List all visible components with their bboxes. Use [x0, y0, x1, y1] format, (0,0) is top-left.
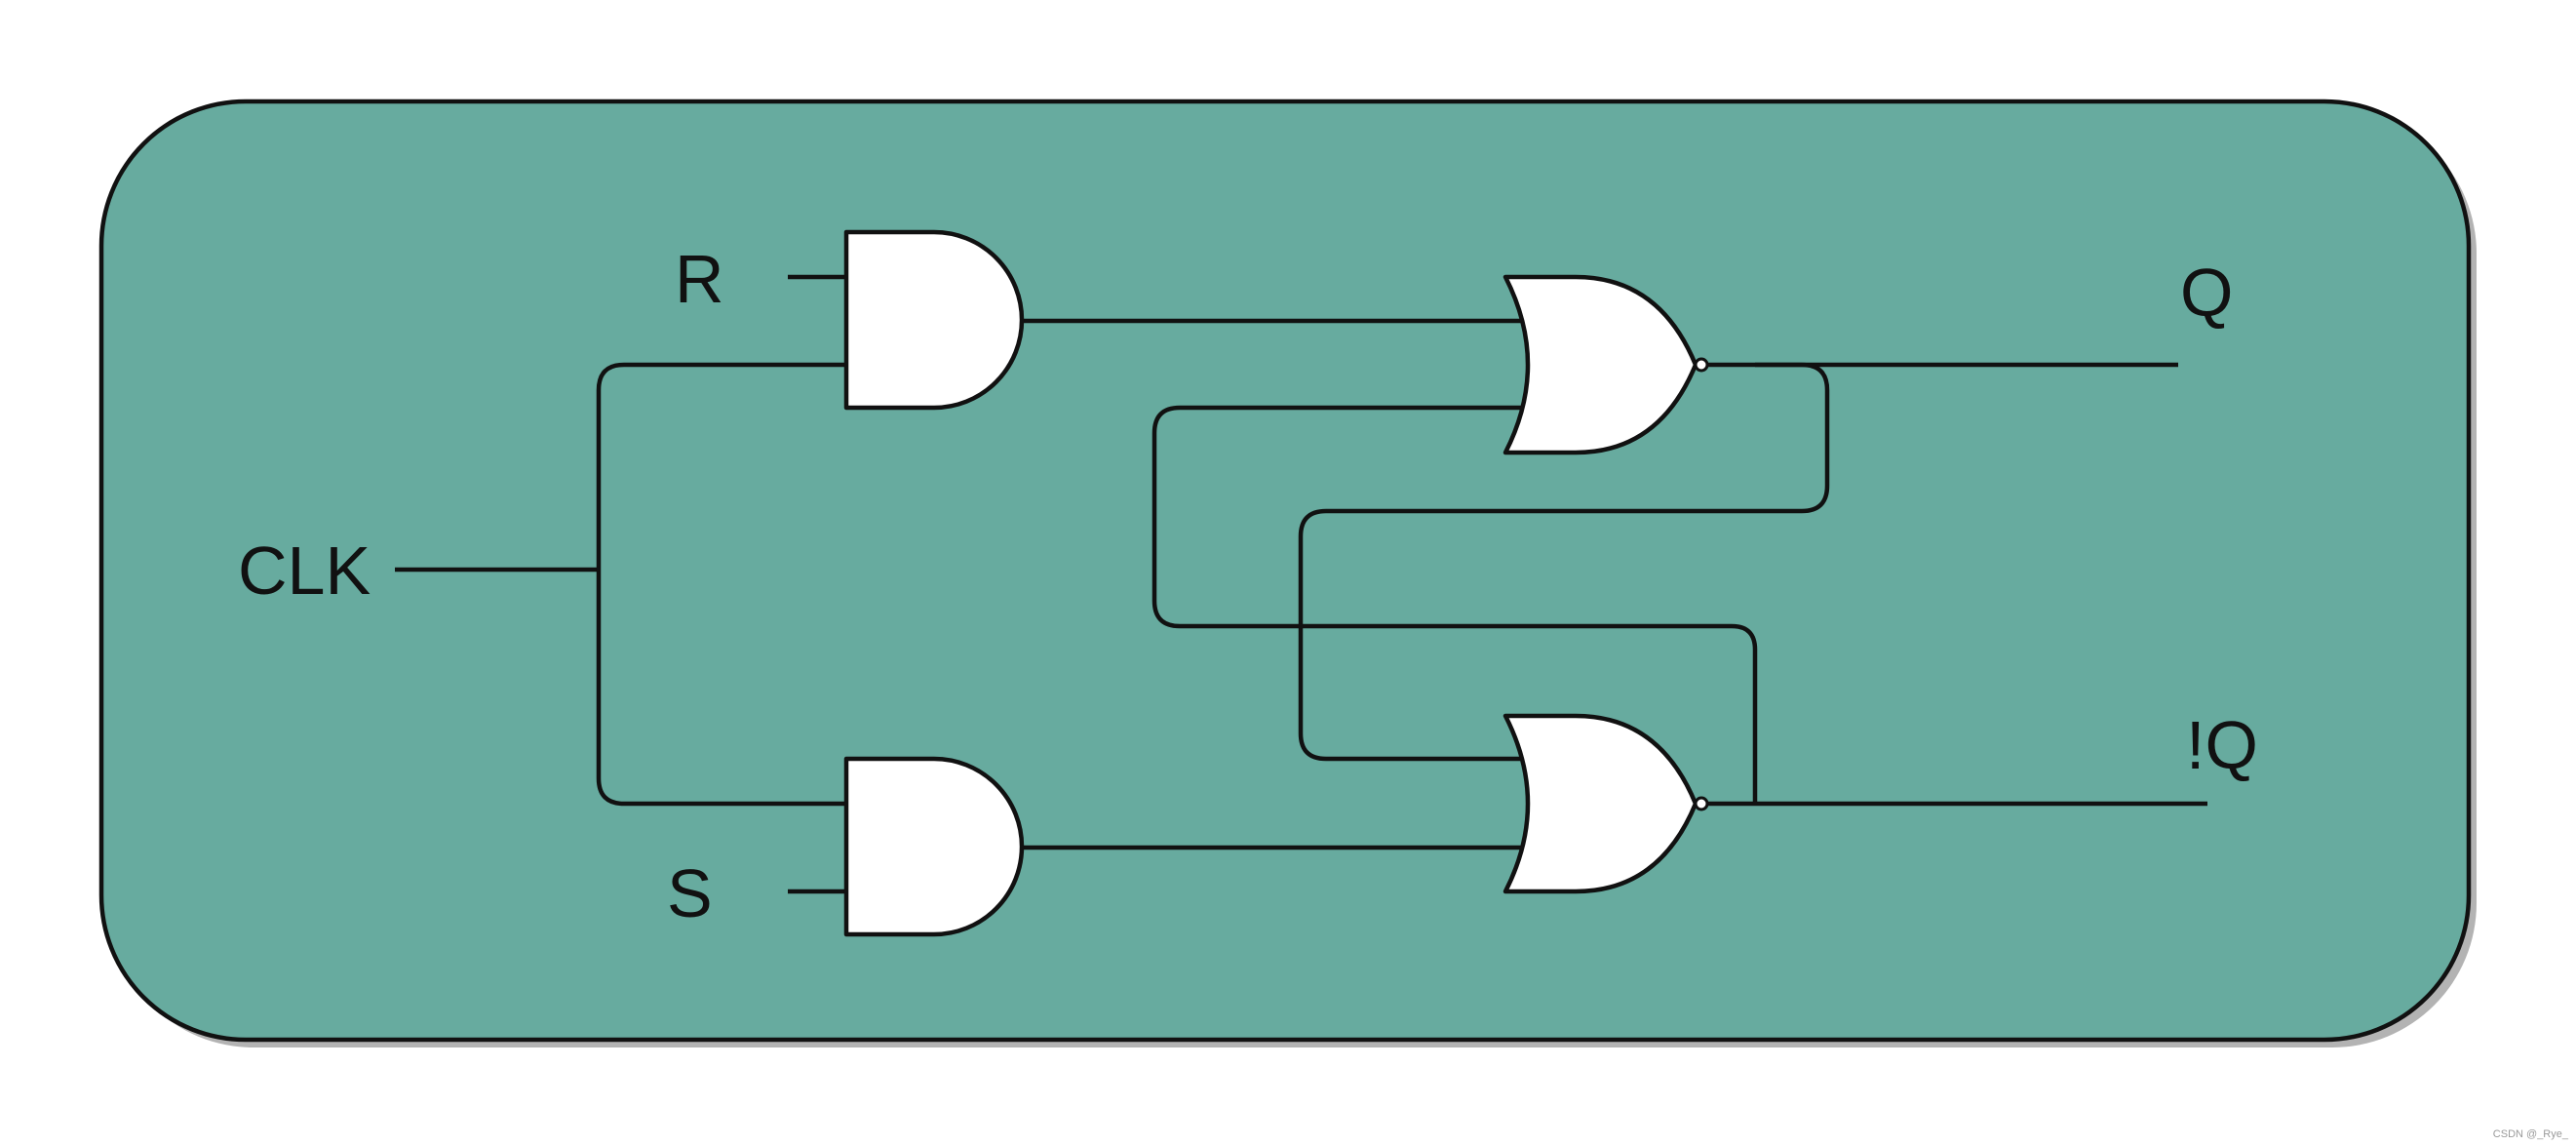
s-label: S — [667, 855, 713, 931]
r-label: R — [675, 241, 724, 317]
and-gate-upper — [843, 229, 1025, 411]
nor-gate-upper — [1503, 274, 1698, 455]
watermark-text: CSDN @_Rye_ — [2492, 1128, 2568, 1140]
q-label: Q — [2180, 255, 2233, 331]
clk-bus-wire — [596, 362, 846, 807]
nor-bubble-lower — [1694, 796, 1709, 811]
nor-bubble-upper — [1694, 357, 1709, 373]
nq-feedback-wire — [1151, 405, 1758, 804]
nq-label: !Q — [2186, 707, 2258, 783]
clk-label: CLK — [238, 533, 371, 609]
q-feedback-wire — [1298, 362, 1830, 762]
and-gate-lower — [843, 756, 1025, 937]
nor-gate-lower — [1503, 713, 1698, 894]
